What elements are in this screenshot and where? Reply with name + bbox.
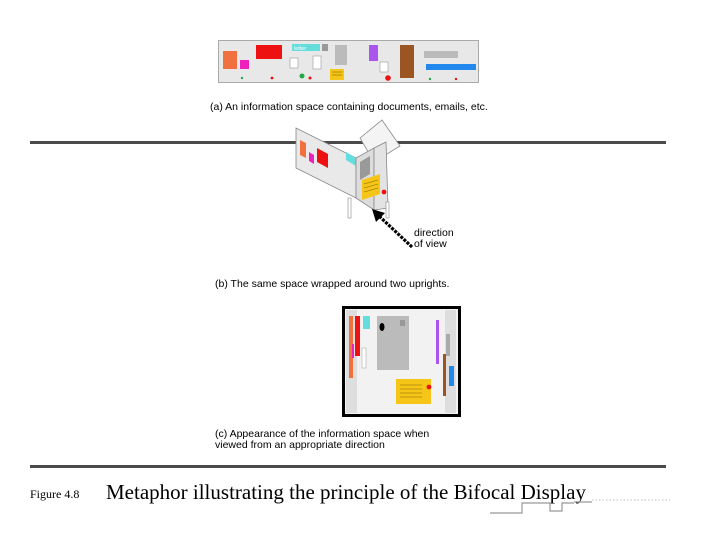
- top-rule: [30, 141, 666, 144]
- upright-left: [347, 197, 352, 219]
- doc-blue: [426, 64, 476, 70]
- direction-label-1: direction: [414, 227, 454, 239]
- letter-tag: [292, 44, 320, 51]
- doc-orange: [223, 51, 237, 69]
- view-magenta-strip: [352, 344, 354, 358]
- view-yellow-doc: [396, 379, 431, 404]
- caption-c-line1: (c) Appearance of the information space …: [215, 428, 430, 440]
- doc-red: [256, 45, 282, 59]
- view-red-strip: [355, 316, 360, 356]
- doc-magenta: [240, 60, 249, 69]
- doc-white-c: [379, 61, 389, 73]
- doc-white-b: [312, 55, 322, 70]
- decorative-outline: [490, 499, 670, 514]
- doc-yellow: [330, 69, 344, 80]
- caption-a: (a) An information space containing docu…: [210, 101, 488, 113]
- doc-gray-a: [335, 45, 347, 65]
- information-space-flat: letter: [218, 40, 479, 83]
- direction-label-2: of view: [414, 238, 447, 250]
- caption-b: (b) The same space wrapped around two up…: [215, 278, 450, 290]
- upright-right: [385, 201, 390, 219]
- view-blue-strip: [449, 366, 454, 386]
- doc-gray-b: [424, 51, 458, 58]
- bottom-rule: [30, 465, 666, 468]
- view-purple-strip: [436, 320, 439, 364]
- caption-c-line2: viewed from an appropriate direction: [215, 439, 385, 451]
- figure-label: Figure 4.8: [30, 487, 80, 501]
- view-direction-arrow: [372, 209, 414, 249]
- figure-title: Metaphor illustrating the principle of t…: [106, 480, 586, 504]
- doc-purple: [369, 45, 378, 61]
- wrapped-space-3d: [295, 119, 401, 219]
- letter-tag-text: letter: [294, 46, 306, 52]
- bifocal-view: [342, 306, 461, 417]
- view-orange-strip: [349, 316, 353, 378]
- doc-brown: [400, 45, 414, 78]
- view-brown-strip: [443, 354, 446, 396]
- doc-white-a: [289, 57, 299, 69]
